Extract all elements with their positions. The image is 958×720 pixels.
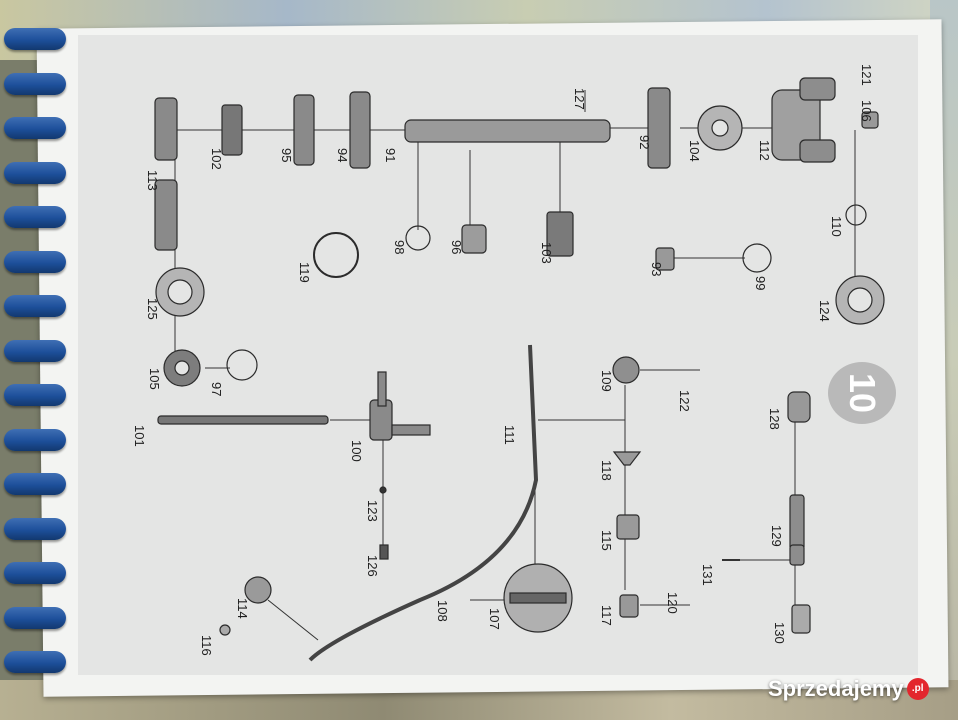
- part-number-label: 122: [677, 390, 692, 412]
- binding-ring: [4, 473, 66, 495]
- part-number-label: 113: [145, 170, 160, 191]
- part-number-label: 112: [757, 140, 772, 161]
- part-number-label: 97: [209, 382, 224, 396]
- part-number-label: 100: [349, 440, 364, 462]
- binding-ring: [4, 28, 66, 50]
- binding-ring: [4, 295, 66, 317]
- part-number-label: 125: [145, 298, 160, 320]
- part-number-label: 121: [859, 64, 874, 86]
- part-number-label: 117: [599, 605, 614, 626]
- binding-ring: [4, 651, 66, 673]
- part-number-label: 110: [829, 216, 844, 237]
- watermark-dot-logo: .pl: [906, 678, 929, 700]
- part-number-label: 94: [335, 148, 350, 162]
- part-number-label: 111: [502, 425, 517, 445]
- binding-ring: [4, 161, 66, 184]
- part-number-label: 101: [132, 425, 147, 447]
- binding-ring: [4, 72, 66, 95]
- part-number-label: 119: [297, 262, 312, 283]
- binding-ring: [4, 428, 66, 451]
- part-number-label: 93: [649, 262, 664, 276]
- part-number-label: 120: [665, 592, 680, 614]
- part-number-label: 126: [365, 555, 380, 577]
- part-number-label: 103: [539, 242, 554, 264]
- part-number-label: 95: [279, 148, 294, 162]
- binding-ring: [4, 117, 66, 139]
- part-number-label: 92: [637, 135, 652, 149]
- part-number-label: 106: [859, 100, 874, 122]
- binding-ring: [4, 250, 66, 273]
- part-number-label: 124: [817, 300, 832, 322]
- part-number-label: 107: [487, 608, 502, 630]
- part-number-label: 109: [599, 370, 614, 392]
- part-number-label: 114: [235, 598, 250, 619]
- part-number-label: 131: [700, 564, 715, 586]
- binding-ring: [4, 517, 66, 540]
- page-number: 10: [842, 372, 883, 414]
- part-number-label: 129: [769, 525, 784, 547]
- binding-ring: [4, 339, 66, 362]
- part-number-label: 127: [572, 88, 587, 110]
- part-number-label: 105: [147, 368, 162, 390]
- part-number-label: 96: [449, 240, 464, 254]
- part-number-label: 91: [383, 148, 398, 162]
- part-number-label: 102: [209, 148, 224, 170]
- part-number-label: 128: [767, 408, 782, 430]
- part-number-label: 98: [392, 240, 407, 254]
- binding-ring: [4, 606, 66, 629]
- watermark-text: Sprzedajemy: [768, 676, 904, 701]
- page-number-badge: 10: [828, 362, 896, 424]
- part-number-label: 108: [435, 600, 450, 622]
- part-number-label: 118: [599, 460, 614, 481]
- part-number-label: 104: [687, 140, 702, 162]
- part-number-label: 130: [772, 622, 787, 644]
- part-number-label: 116: [199, 635, 214, 656]
- binding-ring: [4, 206, 66, 228]
- sprzedajemy-watermark: Sprzedajemy .pl: [768, 672, 929, 706]
- part-number-label: 123: [365, 500, 380, 522]
- spiral-binding: [0, 28, 72, 698]
- binding-ring: [4, 384, 66, 406]
- part-number-label: 99: [753, 276, 768, 290]
- binding-ring: [4, 562, 66, 584]
- part-number-label: 115: [599, 530, 614, 551]
